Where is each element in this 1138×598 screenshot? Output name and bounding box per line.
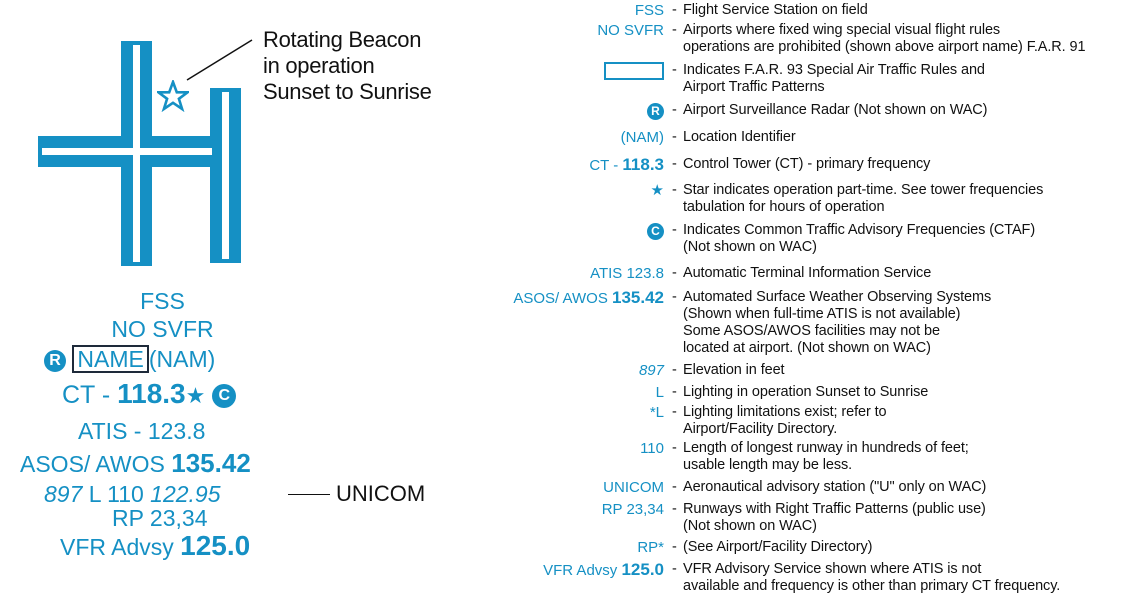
airport-runway-symbol [38, 39, 253, 266]
block-vfr-line: VFR Advsy 125.0 [60, 530, 250, 562]
unicom-frequency: 122.95 [150, 481, 221, 507]
legend-desc-unicom: -Aeronautical advisory station ("U" only… [672, 479, 987, 495]
legend-key-loc-id: (NAM) [620, 129, 664, 146]
legend-key-far93 [604, 62, 664, 81]
legend-desc-rp: -Runways with Right Traffic Patterns (pu… [672, 501, 986, 534]
legend-key-lighting-limits: *L [649, 404, 664, 421]
unicom-leader-line [288, 494, 330, 495]
legend-desc-star: -Star indicates operation part-time. See… [672, 182, 1044, 215]
block-atis: ATIS - 123.8 [78, 418, 206, 444]
beacon-label-line2: in operation [263, 53, 375, 78]
block-no-svfr: NO SVFR [111, 316, 214, 342]
ctaf-c-icon: C [212, 384, 237, 409]
legend-desc-rp-star: -(See Airport/Facility Directory) [672, 539, 873, 555]
legend-desc-radar: -Airport Surveillance Radar (Not shown o… [672, 102, 988, 118]
block-ct-line: CT - 118.3★ C [62, 378, 237, 410]
legend-key-fss: FSS [634, 2, 664, 19]
lighting-value: L [88, 481, 101, 507]
legend-desc-fss: -Flight Service Station on field [672, 2, 868, 18]
legend-key-ctaf: C [647, 222, 664, 240]
legend-key-runway-length: 110 [640, 440, 664, 457]
legend-desc-runway-length: -Length of longest runway in hundreds of… [672, 440, 969, 473]
airport-name-box: NAME [72, 345, 149, 373]
legend-desc-ctaf: -Indicates Common Traffic Advisory Frequ… [672, 222, 1036, 255]
legend-row-ctaf: C -Indicates Common Traffic Advisory Freq… [0, 222, 1138, 255]
runway-length-value: 110 [107, 481, 144, 507]
legend-key-unicom: UNICOM [603, 479, 664, 496]
legend-desc-ct: -Control Tower (CT) - primary frequency [672, 156, 931, 172]
block-fss: FSS [140, 288, 185, 314]
legend-row-star: ★ -Star indicates operation part-time. Se… [0, 182, 1138, 215]
beacon-star-icon [157, 80, 189, 112]
elevation-value: 897 [44, 481, 83, 507]
legend-row-runway-length: 110 -Length of longest runway in hundreds… [0, 440, 1138, 473]
legend-row-vfr-advsy: VFR Advsy 125.0 -VFR Advisory Service sho… [0, 560, 1138, 595]
legend-desc-asos: -Automated Surface Weather Observing Sys… [672, 289, 992, 356]
legend-row-unicom: UNICOM -Aeronautical advisory station ("U… [0, 479, 1138, 497]
asos-prefix: ASOS/ AWOS [20, 451, 165, 477]
legend-desc-far93: -Indicates F.A.R. 93 Special Air Traffic… [672, 62, 985, 95]
block-asos-line: ASOS/ AWOS 135.42 [20, 448, 251, 479]
asos-frequency: 135.42 [171, 448, 251, 478]
legend-desc-loc-id: -Location Identifier [672, 129, 796, 145]
block-elev-line: 897 L 110 122.95 [44, 481, 221, 508]
unicom-label: UNICOM [336, 481, 426, 506]
legend-row-ct: CT - 118.3 -Control Tower (CT) - primary … [0, 155, 1138, 175]
legend-key-lighting: L [655, 384, 664, 401]
legend-desc-lighting: -Lighting in operation Sunset to Sunrise [672, 384, 929, 400]
ctaf-c-icon: C [647, 223, 664, 240]
legend-desc-atis: -Automatic Terminal Information Service [672, 265, 932, 281]
ct-prefix: CT - [62, 381, 111, 409]
vfr-prefix: VFR Advsy [60, 534, 174, 560]
legend-row-loc-id: (NAM) -Location Identifier [0, 129, 1138, 147]
legend-key-asos: ASOS/ AWOS 135.42 [513, 288, 664, 308]
legend-key-rp-star: RP* [637, 539, 664, 556]
legend-desc-vfr-advsy: -VFR Advisory Service shown where ATIS i… [672, 561, 1061, 594]
legend-row-fss: FSS -Flight Service Station on field [0, 2, 1138, 20]
legend-row-radar: R -Airport Surveillance Radar (Not shown … [0, 102, 1138, 120]
radar-r-icon: R [44, 349, 66, 372]
legend-row-lighting: L -Lighting in operation Sunset to Sunris… [0, 384, 1138, 402]
legend-key-radar: R [647, 102, 664, 120]
far93-box-icon [604, 62, 664, 81]
legend-key-atis: ATIS 123.8 [590, 265, 664, 282]
rotating-beacon-label: Rotating Beacon in operation Sunset to S… [263, 27, 432, 105]
legend-row-elevation: 897 -Elevation in feet [0, 362, 1138, 380]
legend-row-rp: RP 23,34 -Runways with Right Traffic Patt… [0, 501, 1138, 534]
legend-star-icon: ★ [650, 182, 664, 199]
legend-key-ct: CT - 118.3 [589, 155, 664, 175]
legend-row-rp-star: RP* -(See Airport/Facility Directory) [0, 539, 1138, 557]
ct-frequency: 118.3 [117, 378, 186, 409]
legend-row-asos: ASOS/ AWOS 135.42 -Automated Surface Weat… [0, 288, 1138, 357]
part-time-star-icon: ★ [185, 383, 206, 408]
block-rp: RP 23,34 [112, 505, 208, 531]
legend-desc-no-svfr: -Airports where fixed wing special visua… [672, 22, 1086, 55]
legend-key-elevation: 897 [638, 362, 664, 379]
beacon-label-line1: Rotating Beacon [263, 27, 422, 52]
legend-row-atis: ATIS 123.8 -Automatic Terminal Informatio… [0, 265, 1138, 283]
vfr-frequency: 125.0 [180, 530, 251, 561]
location-identifier: (NAM) [148, 346, 216, 372]
legend-key-vfr-advsy: VFR Advsy 125.0 [543, 560, 664, 580]
legend-key-no-svfr: NO SVFR [597, 22, 664, 39]
legend-row-far93: -Indicates F.A.R. 93 Special Air Traffic… [0, 62, 1138, 95]
legend-desc-elevation: -Elevation in feet [672, 362, 785, 378]
block-name-line: R NAME(NAM) [44, 345, 215, 373]
beacon-label-line3: Sunset to Sunrise [263, 79, 432, 104]
legend-key-rp: RP 23,34 [601, 501, 664, 518]
radar-r-icon: R [647, 103, 664, 120]
legend-row-no-svfr: NO SVFR -Airports where fixed wing specia… [0, 22, 1138, 55]
